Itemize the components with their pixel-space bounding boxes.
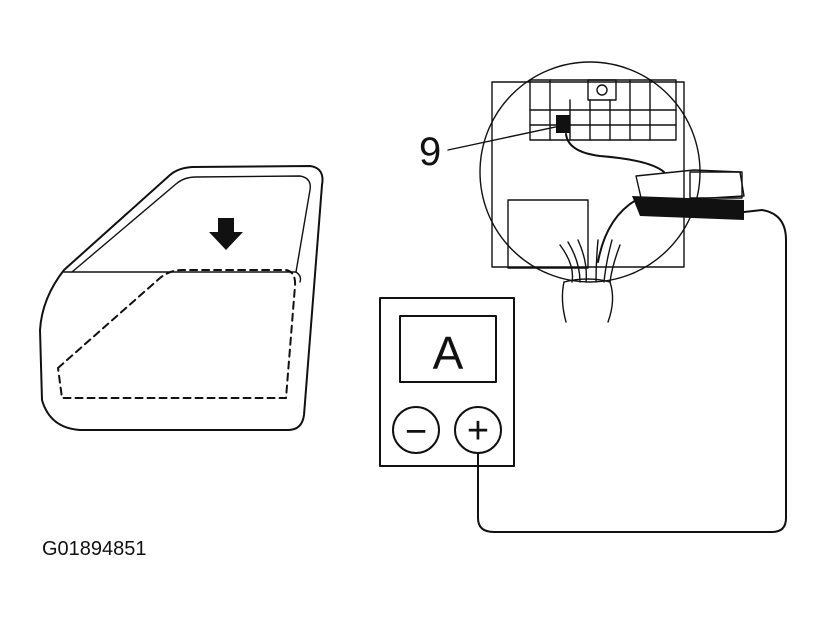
probe-wire xyxy=(565,133,665,173)
connector-latch xyxy=(587,79,617,101)
minus-symbol: − xyxy=(405,411,427,453)
car-door xyxy=(39,165,324,431)
meter-body xyxy=(379,297,515,467)
plus-symbol: + xyxy=(467,410,489,452)
connector-detail xyxy=(479,61,745,323)
window-glass-dashed xyxy=(57,269,297,399)
wire-bundle xyxy=(559,239,621,323)
magnify-circle xyxy=(479,61,701,283)
connector-icon xyxy=(632,169,745,220)
down-arrow-icon xyxy=(209,218,243,250)
meter-mode-label: A xyxy=(433,327,464,379)
window-frame-inner xyxy=(71,175,311,273)
pin-9-probe xyxy=(556,115,570,133)
plug-to-bundle-wire xyxy=(597,199,637,263)
latch-hole xyxy=(596,84,608,96)
pin-9-leader-line xyxy=(447,125,561,151)
ammeter-icon: A − + xyxy=(379,297,515,467)
connector-pins xyxy=(529,79,677,141)
minus-terminal xyxy=(392,406,440,454)
meter-lead-wire xyxy=(477,209,787,533)
pin-9-label: 9 xyxy=(419,130,441,174)
door-outline xyxy=(39,165,324,431)
meter-display xyxy=(399,315,497,383)
door-beltline xyxy=(63,271,302,283)
figure-id: G01894851 xyxy=(42,538,147,560)
connector-base xyxy=(507,199,589,269)
